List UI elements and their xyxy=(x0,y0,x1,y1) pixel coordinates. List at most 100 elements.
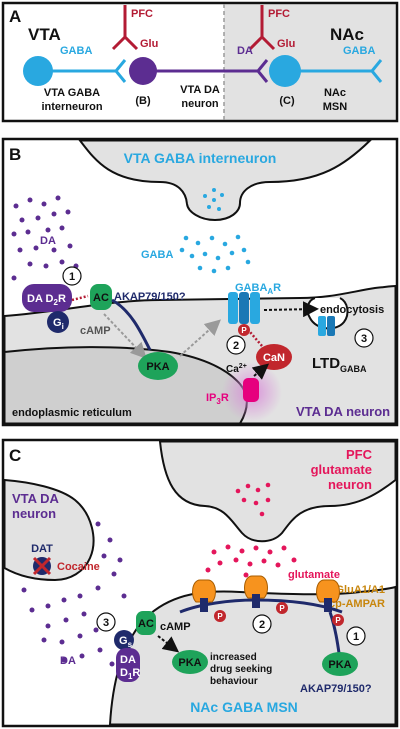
panel-c-letter: C xyxy=(9,446,21,465)
vta-gaba-label-line1: VTA GABA xyxy=(44,87,100,99)
gabaar-label: GABAAR xyxy=(235,282,281,296)
ip3r-label: IP3R xyxy=(206,392,229,406)
d2r-label: DA D2R xyxy=(27,293,66,307)
glutamate-vesicles xyxy=(235,482,271,517)
vta-title: VTA xyxy=(28,25,61,44)
behaviour-line1: increased xyxy=(210,652,257,663)
da-label-c: DA xyxy=(60,655,76,667)
panel-a: A VTA NAc PFC Glu PFC Glu GABA VTA GABA … xyxy=(1,1,399,123)
phospho-markers-c xyxy=(214,602,344,626)
tag-b: (B) xyxy=(135,95,151,107)
gaba-vesicles xyxy=(203,188,224,211)
vta-da-terminal xyxy=(3,478,95,582)
pfc-axon-left xyxy=(111,5,139,51)
gaba-label-left: GABA xyxy=(60,45,92,57)
step-3-marker-c xyxy=(96,612,116,632)
vta-da-label-line1: VTA DA xyxy=(180,84,220,96)
pfc-neuron-line3: neuron xyxy=(328,477,372,492)
d1-receptor xyxy=(116,648,140,682)
step-2-marker-b xyxy=(226,335,246,355)
glu-label-right: Glu xyxy=(277,38,295,50)
panel-c: C PFC glutamate neuron VTA DA neuron glu… xyxy=(1,438,399,728)
endocytosis-label: endocytosis xyxy=(320,304,384,316)
pfc-label-right: PFC xyxy=(268,8,290,20)
pfc-label-left: PFC xyxy=(131,8,153,20)
ampar-2 xyxy=(244,575,268,608)
gaba-released xyxy=(179,234,251,274)
ac-label-c: AC xyxy=(138,618,154,630)
vta-gaba-axon xyxy=(52,59,127,83)
pfc-neuron-line2: glutamate xyxy=(311,462,372,477)
ip3-receptor xyxy=(243,378,259,402)
pka-to-receptor-arrow xyxy=(179,319,221,357)
panel-b-title: VTA GABA interneuron xyxy=(124,150,277,166)
nac-title: NAc xyxy=(330,25,364,44)
panel-b: B VTA GABA interneuron GABA GABAAR DA xyxy=(1,137,399,427)
dat-label: DAT xyxy=(31,543,53,555)
can-label: CaN xyxy=(263,352,285,364)
vta-da-neuron-soma xyxy=(129,57,157,85)
pka-label-c-left: PKA xyxy=(178,657,201,669)
pfc-terminal xyxy=(158,440,397,543)
gabaa-receptor xyxy=(228,292,260,324)
glutamate-released xyxy=(205,544,297,578)
nac-region-shading xyxy=(224,4,396,120)
behaviour-line3: behaviour xyxy=(210,676,258,687)
step-1-label-c: 1 xyxy=(353,631,359,643)
calcium-to-can-arrow xyxy=(251,363,270,380)
vta-da-neuron-label-b: VTA DA neuron xyxy=(296,404,390,419)
adenylyl-cyclase-c xyxy=(136,611,156,635)
pfc-axon-right xyxy=(248,5,276,51)
tag-c: (C) xyxy=(279,95,295,107)
gi-ac-inhibition xyxy=(71,294,89,302)
ampar-3 xyxy=(316,579,340,612)
behaviour-line2: drug seeking xyxy=(210,664,272,675)
akap-label-b: AKAP79/150? xyxy=(114,291,186,303)
d2-receptor xyxy=(22,284,72,312)
step-2-label-b: 2 xyxy=(233,340,239,352)
endocytosis-arrow xyxy=(263,301,319,318)
akap-label-c: AKAP79/150? xyxy=(300,683,372,695)
cocaine-block-icon xyxy=(32,556,52,576)
step-3-label-b: 3 xyxy=(361,333,367,345)
er-label: endoplasmic reticulum xyxy=(12,407,132,419)
dopamine-dots xyxy=(11,195,79,281)
d1r-line1: DA xyxy=(120,654,136,666)
ltd-label: LTDGABA xyxy=(312,355,367,374)
pka-c-left xyxy=(172,650,208,674)
nac-msn-axon xyxy=(300,59,383,83)
step-1-marker-b xyxy=(62,266,82,286)
step-3-marker-b xyxy=(354,328,374,348)
ampar-1 xyxy=(192,579,216,612)
panel-b-letter: B xyxy=(9,145,21,164)
gaba-label-right: GABA xyxy=(343,45,375,57)
gi-label: Gi xyxy=(53,317,64,331)
step-3-label-c: 3 xyxy=(103,617,109,629)
nac-msn-label-c: NAc GABA MSN xyxy=(190,699,298,715)
pka-b xyxy=(138,352,178,380)
pka-label-c-right: PKA xyxy=(328,659,351,671)
d1r-line2: D1R xyxy=(120,667,140,681)
calcium-label: Ca2+ xyxy=(226,363,247,375)
phospho-label-c1: P xyxy=(217,612,223,621)
ac-label-b: AC xyxy=(93,292,109,304)
gi-protein xyxy=(47,311,69,333)
step-2-label-c: 2 xyxy=(259,619,265,631)
camp-to-pka-arrow-c xyxy=(157,635,180,653)
gaba-label: GABA xyxy=(141,249,173,261)
pka-c-right xyxy=(322,652,358,676)
vta-gaba-interneuron-soma xyxy=(23,56,53,86)
vta-da-axon xyxy=(156,59,269,83)
gs-label: Gs xyxy=(119,635,133,649)
vta-da-neuron-line2-c: neuron xyxy=(12,506,56,521)
adenylyl-cyclase xyxy=(90,284,112,310)
vta-da-label-line2: neuron xyxy=(181,98,219,110)
step-2-marker-c xyxy=(252,614,272,634)
can-dephospho xyxy=(249,331,263,347)
internalised-receptor xyxy=(318,316,335,336)
vta-da-neuron-line1-c: VTA DA xyxy=(12,491,60,506)
da-label-b: DA xyxy=(40,235,56,247)
vta-gaba-label-line2: interneuron xyxy=(41,101,102,113)
ampar-line1: GluA1/A1 xyxy=(335,584,385,596)
gaba-terminal xyxy=(77,139,373,222)
